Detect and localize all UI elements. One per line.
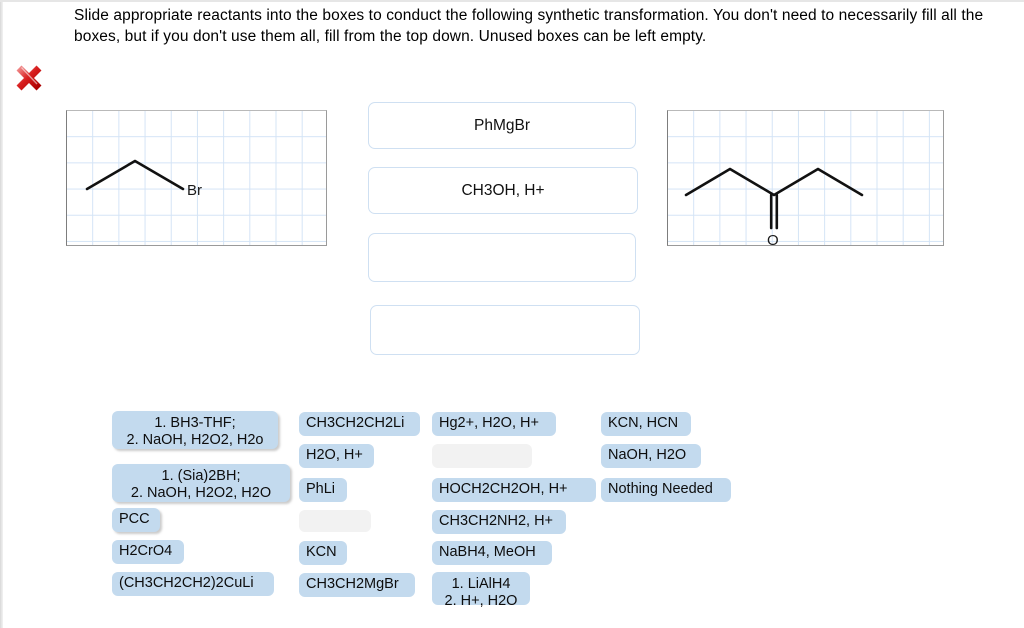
answer-drop-box-4[interactable] <box>370 305 640 355</box>
reagent-tile[interactable]: HOCH2CH2OH, H+ <box>432 478 596 502</box>
reagent-tile[interactable]: 1. (Sia)2BH; 2. NaOH, H2O2, H2O <box>112 464 290 502</box>
reagent-tile-empty[interactable] <box>299 510 371 532</box>
reagent-tile[interactable]: 1. LiAlH4 2. H+, H2O <box>432 572 530 609</box>
reagent-tile[interactable]: PCC <box>112 508 160 532</box>
reagent-tile[interactable]: PhLi <box>299 478 347 502</box>
answer-drop-box-1[interactable]: PhMgBr <box>368 102 636 149</box>
answer-drop-box-1-value: PhMgBr <box>474 116 530 134</box>
reagent-tile[interactable]: Nothing Needed <box>601 478 731 502</box>
reagent-tile[interactable]: H2CrO4 <box>112 540 184 564</box>
instructions-text: Slide appropriate reactants into the box… <box>74 7 984 45</box>
reagent-tile[interactable]: CH3CH2MgBr <box>299 573 415 597</box>
answer-drop-box-2-value: CH3OH, H+ <box>461 181 545 199</box>
reagent-tile[interactable]: CH3CH2NH2, H+ <box>432 510 566 534</box>
reagent-tile[interactable]: CH3CH2CH2Li <box>299 412 420 436</box>
answer-drop-box-3[interactable] <box>368 233 636 282</box>
red-x-icon <box>13 62 45 94</box>
product-structure-box: O <box>667 110 944 246</box>
reagent-tile[interactable]: 1. BH3-THF; 2. NaOH, H2O2, H2o <box>112 411 278 449</box>
reagent-tile[interactable]: Hg2+, H2O, H+ <box>432 412 556 436</box>
atom-label-o: O <box>767 232 779 246</box>
reactant-structure-box: Br <box>66 110 327 246</box>
reagent-tile[interactable]: KCN, HCN <box>601 412 691 436</box>
reagent-tile[interactable]: KCN <box>299 541 347 565</box>
reagent-tile-empty[interactable] <box>432 444 532 468</box>
page-edge-top <box>0 0 1024 2</box>
reagent-tile[interactable]: NaOH, H2O <box>601 444 701 468</box>
page-edge-left <box>0 0 3 628</box>
reagent-tile[interactable]: (CH3CH2CH2)2CuLi <box>112 572 274 596</box>
answer-drop-box-2[interactable]: CH3OH, H+ <box>368 167 638 214</box>
atom-label-br: Br <box>187 182 202 199</box>
reagent-tile[interactable]: H2O, H+ <box>299 444 374 468</box>
reagent-tile[interactable]: NaBH4, MeOH <box>432 541 552 565</box>
